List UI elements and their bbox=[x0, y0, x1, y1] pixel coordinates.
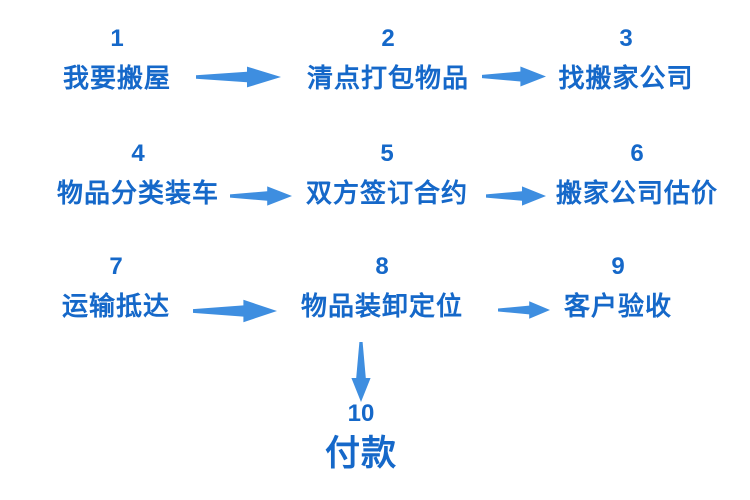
step-6-number: 6 bbox=[630, 140, 644, 167]
step-7-label: 运输抵达 bbox=[61, 291, 171, 321]
step-1: 1 我要搬屋 bbox=[62, 25, 172, 93]
step-10-number: 10 bbox=[347, 400, 375, 427]
step-1-label: 我要搬屋 bbox=[62, 63, 172, 93]
step-9-label: 客户验收 bbox=[563, 291, 673, 321]
arrow-step-1-to-2-icon bbox=[196, 64, 281, 90]
arrow-step-8-to-9-icon bbox=[498, 299, 550, 321]
step-3-label: 找搬家公司 bbox=[558, 63, 694, 93]
step-9: 9 客户验收 bbox=[563, 253, 673, 321]
step-5: 5 双方签订合约 bbox=[305, 140, 469, 208]
arrow-step-2-to-3-icon bbox=[482, 64, 546, 89]
step-9-number: 9 bbox=[611, 253, 625, 280]
step-10: 10 付款 bbox=[324, 400, 398, 473]
step-5-label: 双方签订合约 bbox=[305, 178, 469, 208]
step-10-label: 付款 bbox=[324, 434, 398, 473]
step-4: 4 物品分类装车 bbox=[56, 140, 220, 208]
step-2-label: 清点打包物品 bbox=[306, 63, 470, 93]
step-6: 6 搬家公司估价 bbox=[555, 140, 719, 208]
step-2: 2 清点打包物品 bbox=[306, 25, 470, 93]
step-2-number: 2 bbox=[381, 25, 395, 52]
arrow-step-7-to-8-icon bbox=[193, 297, 277, 325]
step-7: 7 运输抵达 bbox=[61, 253, 171, 321]
step-4-label: 物品分类装车 bbox=[56, 178, 220, 208]
step-5-number: 5 bbox=[380, 140, 394, 167]
step-8-number: 8 bbox=[375, 253, 389, 280]
step-3: 3 找搬家公司 bbox=[558, 25, 694, 93]
step-8-label: 物品装卸定位 bbox=[300, 291, 464, 321]
step-7-number: 7 bbox=[109, 253, 123, 280]
arrow-step-4-to-5-icon bbox=[230, 184, 292, 208]
step-6-label: 搬家公司估价 bbox=[555, 178, 719, 208]
step-4-number: 4 bbox=[131, 140, 145, 167]
step-3-number: 3 bbox=[619, 25, 633, 52]
arrow-step-5-to-6-icon bbox=[486, 184, 546, 208]
arrow-step-8-to-10-icon bbox=[349, 342, 373, 402]
step-1-number: 1 bbox=[110, 25, 124, 52]
step-8: 8 物品装卸定位 bbox=[300, 253, 464, 321]
